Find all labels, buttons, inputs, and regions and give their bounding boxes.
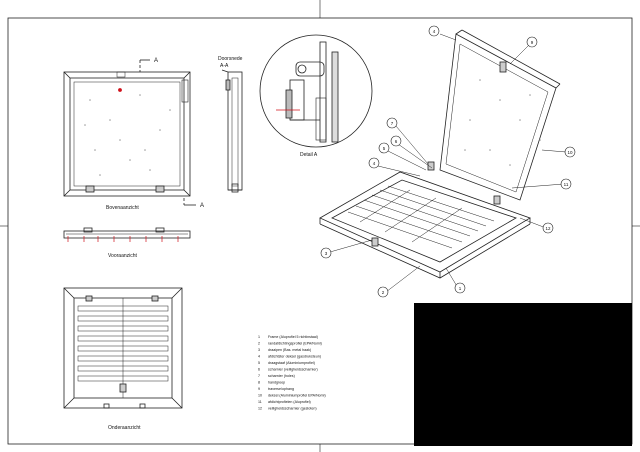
part-desc: afdichtprofielen (Aluprofiel) [268,400,311,404]
balloon-3: 3 [325,251,328,256]
part-no: 1 [258,335,260,339]
section-title: Doorsnede [218,56,243,62]
bottom-view-label: Onderaanzicht [108,425,141,431]
top-view-label: Bovenaanzicht [106,205,139,211]
part-desc: scharnier (holes) [268,374,295,378]
title-block [414,303,632,446]
isometric-view [319,29,561,279]
part-no: 2 [258,342,260,346]
balloon-1: 1 [459,286,462,291]
section-view [221,69,243,193]
balloon-7: 7 [391,121,394,126]
part-desc: veiligheidsscharnier (gesloten) [268,407,317,411]
detail-label: Detail A [300,152,318,158]
balloon-5: 5 [383,146,386,151]
detail-view [259,34,373,148]
top-view [63,59,196,206]
leader-lines [329,33,567,293]
part-no: 11 [258,400,262,404]
balloon-4: 4 [373,161,376,166]
part-desc: draaipen (Bas. metal haak) [268,348,311,352]
part-no: 7 [258,374,260,378]
part-no: 10 [258,394,262,398]
parts-list: 1 Frame (Aluprofiel 5 richtinstaal) 2 ra… [258,335,326,411]
part-desc: handgreep [268,381,285,385]
balloon-9: 9 [531,40,534,45]
section-mark-bottom: A [200,203,204,209]
part-desc: deksel (Aluminiumprofiel EPA/Nomi) [268,394,326,398]
part-no: 4 [258,355,260,359]
balloon-10: 10 [567,150,573,155]
part-desc: traverse/ophang [268,387,294,391]
part-desc: scharnier (veiligheidsscharnier) [268,368,318,372]
balloon-4a: 4 [433,29,436,34]
balloons [320,25,576,298]
section-mark-top: A [154,58,158,64]
front-view [63,227,191,242]
balloon-6: 6 [395,139,398,144]
part-no: 6 [258,368,260,372]
front-view-label: Vooraanzicht [108,253,138,259]
part-desc: Frame (Aluprofiel 5 richtinstaal) [268,335,318,339]
balloon-2: 2 [382,290,385,295]
section-subtitle: A-A [220,63,229,69]
part-desc: randafdichtingsprofiel (EPA/Nomi) [268,342,322,346]
balloon-11: 11 [564,182,569,187]
part-no: 12 [258,407,262,411]
part-desc: afdichtster deksel (gasdruksteun) [268,355,321,359]
part-no: 3 [258,348,260,352]
bottom-view [63,287,183,409]
part-no: 5 [258,361,260,365]
balloon-12: 12 [545,226,551,231]
part-no: 8 [258,381,260,385]
part-desc: draagstaaf (Aluminiumprofiel) [268,361,315,365]
part-no: 9 [258,387,260,391]
